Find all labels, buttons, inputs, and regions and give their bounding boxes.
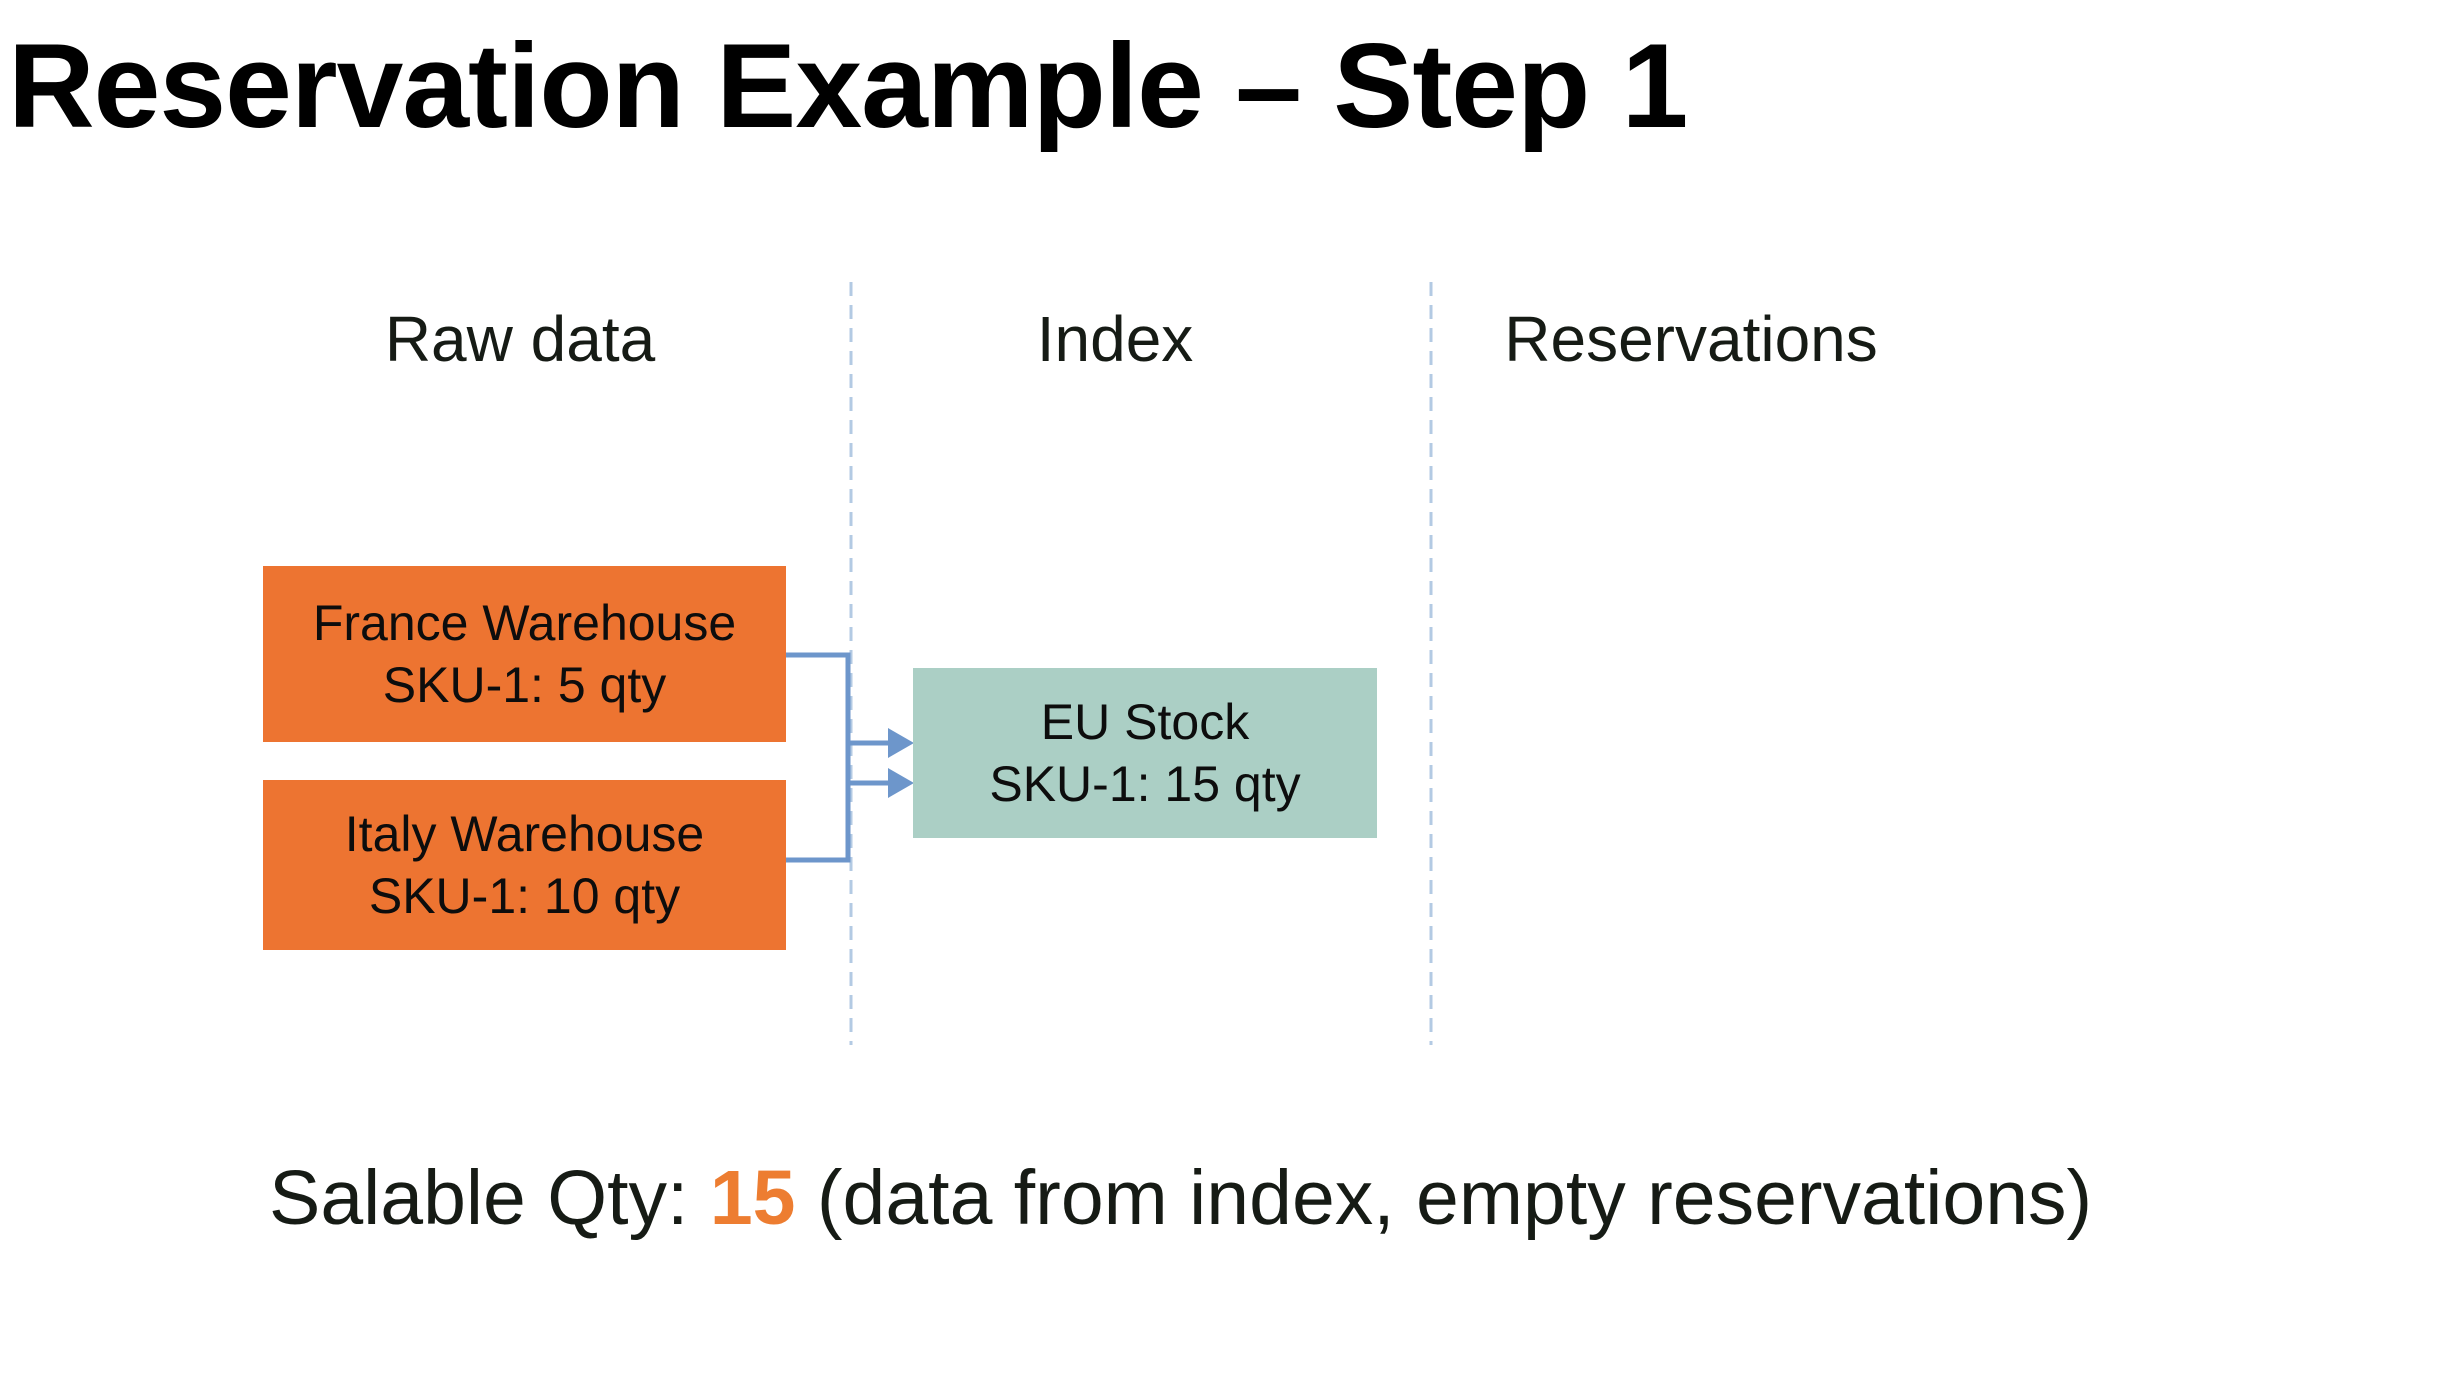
france-warehouse-label: France Warehouse <box>312 595 737 651</box>
column-header-raw-data: Raw data <box>384 303 656 375</box>
page-title: Reservation Example – Step 1 <box>8 19 1688 153</box>
column-header-reservations: Reservations <box>1504 303 1878 375</box>
salable-qty-value: 15 <box>709 1155 796 1241</box>
italy-warehouse-label: Italy Warehouse <box>344 806 705 862</box>
merge-connector-line <box>786 652 851 863</box>
france-warehouse-box: France Warehouse SKU-1: 5 qty <box>263 566 786 742</box>
italy-warehouse-box: Italy Warehouse SKU-1: 10 qty <box>263 780 786 950</box>
eu-stock-qty: SKU-1: 15 qty <box>989 756 1301 812</box>
column-header-index: Index <box>1036 303 1194 375</box>
arrowhead-icon <box>888 728 914 758</box>
france-warehouse-qty: SKU-1: 5 qty <box>382 657 667 713</box>
eu-stock-label: EU Stock <box>1040 694 1250 750</box>
eu-stock-index-box: EU Stock SKU-1: 15 qty <box>913 668 1377 838</box>
caption-prefix: Salable Qty: <box>269 1155 710 1241</box>
caption-suffix: (data from index, empty reservations) <box>795 1155 2093 1241</box>
salable-qty-caption: Salable Qty: 15 (data from index, empty … <box>269 1158 2092 1238</box>
italy-warehouse-qty: SKU-1: 10 qty <box>368 868 681 924</box>
arrowhead-icon <box>888 768 914 798</box>
